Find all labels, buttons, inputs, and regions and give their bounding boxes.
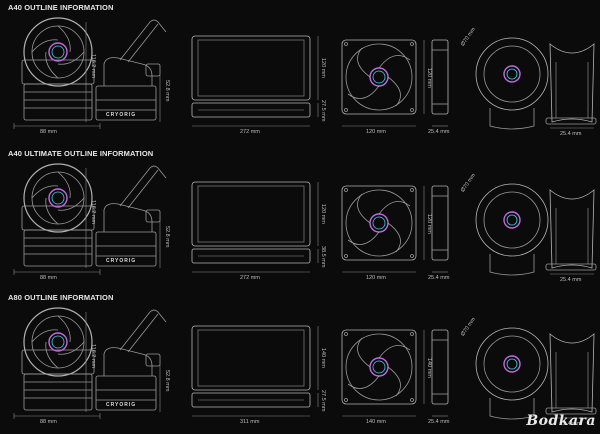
pump-side-icon: [95, 309, 167, 411]
fan-blade-icon: [341, 329, 417, 405]
pump-width-dimension: 88 mm: [40, 275, 57, 281]
fan-side-icon: [431, 39, 449, 115]
outline-section: A40 OUTLINE INFORMATION: [0, 3, 600, 144]
vrm-side-icon: [545, 333, 597, 415]
fan-thickness-dimension: 25.4 mm: [428, 129, 450, 135]
side-height-dimension: 52.8 mm: [164, 80, 170, 102]
section-title: A80 OUTLINE INFORMATION: [8, 293, 114, 302]
brand-label: CRYORIG: [106, 112, 137, 118]
fan-thickness-dimension: 25.4 mm: [428, 275, 450, 281]
pump-width-dimension: 88 mm: [40, 129, 57, 135]
fan-thickness-dimension: 25.4 mm: [428, 419, 450, 425]
radiator-thickness-dimension: 27.5 mm: [320, 100, 326, 122]
radiator-width-dimension: 120 mm: [320, 58, 326, 78]
fan-width-dimension: 120 mm: [366, 129, 386, 135]
fan-blade-icon: [341, 39, 417, 115]
pump-width-dimension: 88 mm: [40, 419, 57, 425]
side-height-dimension: 52.8 mm: [164, 370, 170, 392]
outline-drawing: [13, 307, 597, 420]
radiator-thickness-dimension: 27.5 mm: [320, 390, 326, 412]
pump-head-icon: [21, 307, 95, 411]
fan-height-dimension: 140 mm: [426, 358, 432, 378]
pump-head-icon: [21, 163, 95, 267]
pump-height-dimension: 116.2 mm: [90, 54, 96, 79]
pump-side-icon: [95, 165, 167, 267]
outline-drawing: [13, 163, 597, 276]
section-title: A40 OUTLINE INFORMATION: [8, 3, 114, 12]
radiator-width-dimension: 120 mm: [320, 204, 326, 224]
vrm-side-icon: [545, 189, 597, 271]
vrm-fan-icon: [475, 183, 549, 276]
radiator-icon: [191, 181, 311, 264]
fan-blade-icon: [341, 185, 417, 261]
radiator-length-dimension: 311 mm: [240, 419, 260, 425]
fan-height-dimension: 120 mm: [426, 68, 432, 88]
vrm-thickness-dimension: 25.4 mm: [560, 277, 582, 283]
vrm-fan-icon: [475, 327, 549, 420]
brand-label: CRYORIG: [106, 258, 137, 264]
pump-side-icon: [95, 19, 167, 121]
fan-side-icon: [431, 185, 449, 261]
radiator-length-dimension: 272 mm: [240, 275, 260, 281]
outline-section: A40 ULTIMATE OUTLINE INFORMATION: [0, 149, 600, 290]
vrm-side-icon: [545, 43, 597, 125]
side-height-dimension: 52.8 mm: [164, 226, 170, 248]
section-title: A40 ULTIMATE OUTLINE INFORMATION: [8, 149, 154, 158]
pump-height-dimension: 116.2 mm: [90, 344, 96, 369]
radiator-icon: [191, 325, 311, 408]
brand-label: CRYORIG: [106, 402, 137, 408]
pump-height-dimension: 116.2 mm: [90, 200, 96, 225]
fan-side-icon: [431, 329, 449, 405]
outline-section: A80 OUTLINE INFORMATION: [0, 293, 600, 434]
radiator-width-dimension: 140 mm: [320, 348, 326, 368]
fan-width-dimension: 140 mm: [366, 419, 386, 425]
radiator-icon: [191, 35, 311, 118]
fan-height-dimension: 120 mm: [426, 214, 432, 234]
outline-drawing: [13, 17, 597, 130]
watermark-logo: Bodkara: [526, 413, 596, 429]
vrm-fan-icon: [475, 37, 549, 130]
radiator-thickness-dimension: 38.5 mm: [320, 246, 326, 268]
radiator-length-dimension: 272 mm: [240, 129, 260, 135]
vrm-thickness-dimension: 25.4 mm: [560, 421, 582, 427]
pump-head-icon: [21, 17, 95, 121]
fan-width-dimension: 120 mm: [366, 275, 386, 281]
vrm-thickness-dimension: 25.4 mm: [560, 131, 582, 137]
